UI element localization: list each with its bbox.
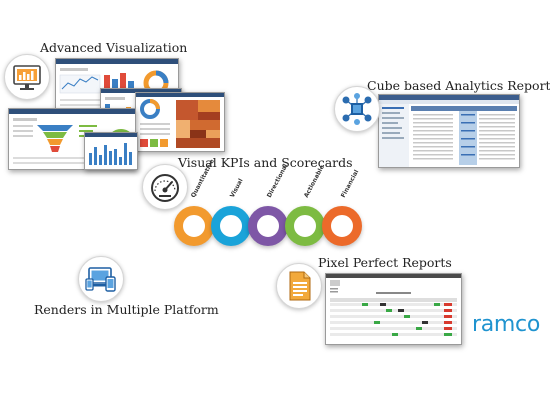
ring-label-visual: Visual	[228, 177, 245, 199]
ring-quantitative	[174, 206, 214, 246]
dashboard-monitor-icon	[4, 54, 50, 100]
cube-report-screenshot	[378, 94, 520, 168]
ring-visual	[211, 206, 251, 246]
dashboard-screenshot-heatmap	[135, 92, 225, 152]
ring-label-financial: Financial	[339, 168, 361, 199]
multi-device-icon	[78, 256, 124, 302]
ramco-logo: ramco	[472, 312, 541, 337]
pixel-perfect-report-screenshot	[325, 273, 462, 345]
pixel-perfect-title: Pixel Perfect Reports	[318, 255, 452, 270]
document-report-icon	[276, 263, 322, 309]
cube-reports-title: Cube based Analytics Reports	[367, 78, 550, 93]
ring-actionable	[285, 206, 325, 246]
cube-network-icon	[334, 86, 380, 132]
visual-kpis-title: Visual KPIs and Scorecards	[178, 155, 353, 170]
advanced-visualization-title: Advanced Visualization	[40, 40, 188, 55]
ring-directional	[248, 206, 288, 246]
dashboard-screenshot-bars	[84, 132, 138, 170]
multi-platform-title: Renders in Multiple Platform	[34, 302, 219, 317]
speedometer-icon	[142, 164, 188, 210]
ring-financial	[322, 206, 362, 246]
